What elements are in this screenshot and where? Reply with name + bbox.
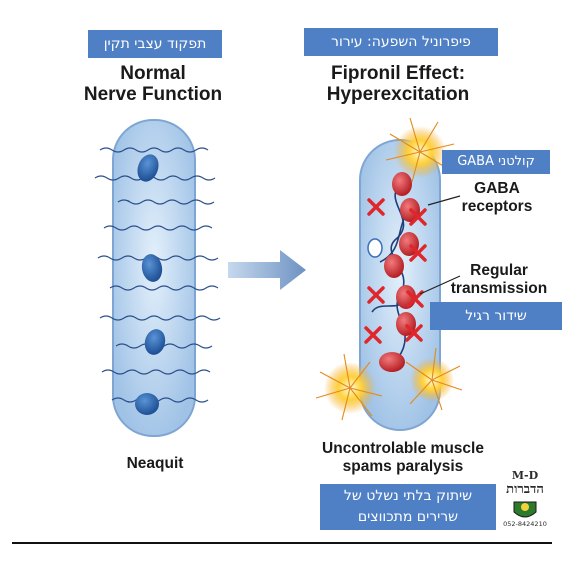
transmission-hebrew-label: שידור רגיל [430, 302, 562, 330]
transmission-line2: transmission [450, 280, 548, 297]
paralysis-hebrew-line2: שרירים מתכווצים [357, 509, 459, 525]
logo-phone: 052-8424210 [503, 520, 547, 528]
gaba-label-line2: receptors [461, 198, 533, 215]
nucleus [141, 254, 163, 282]
normal-hebrew-label: תפקוד עצבי תקין [88, 30, 222, 58]
transition-arrow [228, 250, 306, 290]
company-logo: M-D הדברות 052-8424210 [496, 470, 554, 536]
caption-line1: Uncontrolable muscle [322, 440, 484, 457]
gaba-receptor [384, 254, 404, 278]
nerve-fibers [94, 147, 221, 403]
annotation-pointers [419, 195, 461, 295]
fipronil-nerve-cell [315, 117, 463, 431]
gaba-label-line1: GABA [474, 180, 520, 197]
fipronil-title-line2: Hyperexcitation [326, 84, 470, 105]
normal-title-line1: Normal [120, 63, 186, 84]
paralysis-hebrew-label: שיתוק בלתי נשלט של שרירים מתכווצים [320, 484, 496, 530]
nucleus [135, 393, 159, 415]
x-mark [406, 290, 424, 308]
x-mark [367, 198, 385, 216]
fipronil-caption: Uncontrolable muscle spams paralysis [318, 440, 488, 476]
paralysis-hebrew-line1: שיתוק בלתי נשלט של [343, 488, 473, 504]
gaba-receptors-label: GABA receptors [452, 180, 542, 216]
gaba-receptor [379, 352, 405, 372]
bottom-divider [12, 542, 552, 544]
normal-caption: Neaquit [126, 455, 184, 472]
gaba-receptor [392, 172, 412, 196]
x-mark [409, 244, 427, 262]
normal-title-line2: Nerve Function [83, 84, 223, 105]
nucleus [144, 329, 166, 355]
hyperexcitation-sparks [315, 117, 463, 421]
normal-nerve-cell [94, 119, 221, 437]
vesicle [367, 238, 383, 258]
caption-line2: spams paralysis [342, 458, 464, 475]
x-mark [405, 324, 423, 342]
blocked-marks [364, 198, 427, 344]
gaba-hebrew-label: קולטני GABA [442, 150, 550, 174]
x-mark [367, 286, 385, 304]
fipronil-title-line1: Fipronil Effect: [330, 63, 466, 84]
fipronil-title: Fipronil Effect: Hyperexcitation [318, 63, 478, 105]
transmission-line1: Regular [470, 262, 528, 279]
logo-emblem-icon [513, 501, 537, 518]
logo-top: M-D [511, 469, 539, 482]
nucleus [137, 154, 159, 182]
x-mark [409, 208, 427, 226]
normal-title: Normal Nerve Function [78, 63, 228, 105]
logo-name: הדברות [506, 482, 544, 497]
x-mark [364, 326, 382, 344]
regular-transmission-label: Regular transmission [440, 262, 558, 298]
fipronil-hebrew-label: פיפרוניל השפעה: עירור [304, 28, 498, 56]
